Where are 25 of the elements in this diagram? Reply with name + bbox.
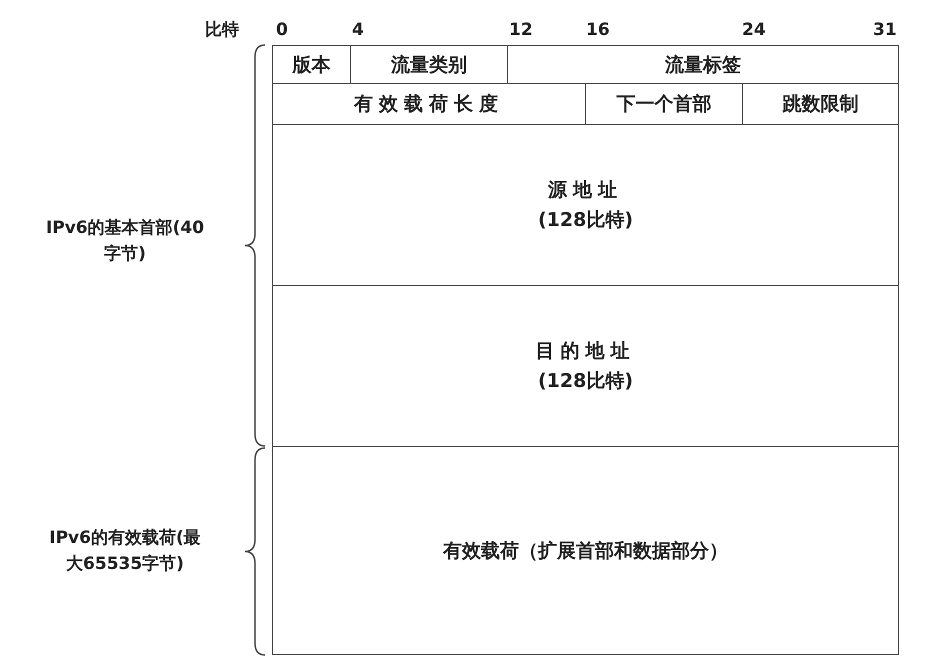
- field-box: [507, 45, 899, 84]
- field-box: [272, 446, 899, 655]
- bit-number: 0: [276, 20, 288, 40]
- field-box: [272, 124, 899, 286]
- bit-number: 12: [509, 20, 533, 40]
- bracket-label: IPv6的基本首部(40字节): [45, 217, 205, 266]
- field-label: 目的地址: [536, 339, 636, 364]
- field-label: (128比特): [538, 208, 634, 233]
- field-label: 下一个首部: [616, 92, 712, 117]
- field-label: 有效载荷（扩展首部和数据部分）: [443, 538, 728, 564]
- field-label: 跳数限制: [782, 92, 858, 117]
- bit-number: 4: [352, 20, 364, 40]
- field-label: 流量标签: [665, 52, 741, 78]
- field-box: [272, 45, 351, 84]
- field-box: [272, 285, 899, 447]
- bracket-label: IPv6的有效载荷(最大65535字节): [48, 527, 202, 576]
- field-label: 有效载荷长度: [354, 92, 504, 117]
- field-label: (128比特): [538, 369, 634, 394]
- bit-number: 31: [873, 20, 897, 40]
- axis-title: 比特: [205, 19, 239, 41]
- bit-number: 16: [586, 20, 610, 40]
- field-label: 流量类别: [391, 52, 467, 78]
- field-label: 源地址: [548, 178, 623, 203]
- bit-number: 24: [742, 20, 766, 40]
- field-label: 版本: [292, 52, 330, 78]
